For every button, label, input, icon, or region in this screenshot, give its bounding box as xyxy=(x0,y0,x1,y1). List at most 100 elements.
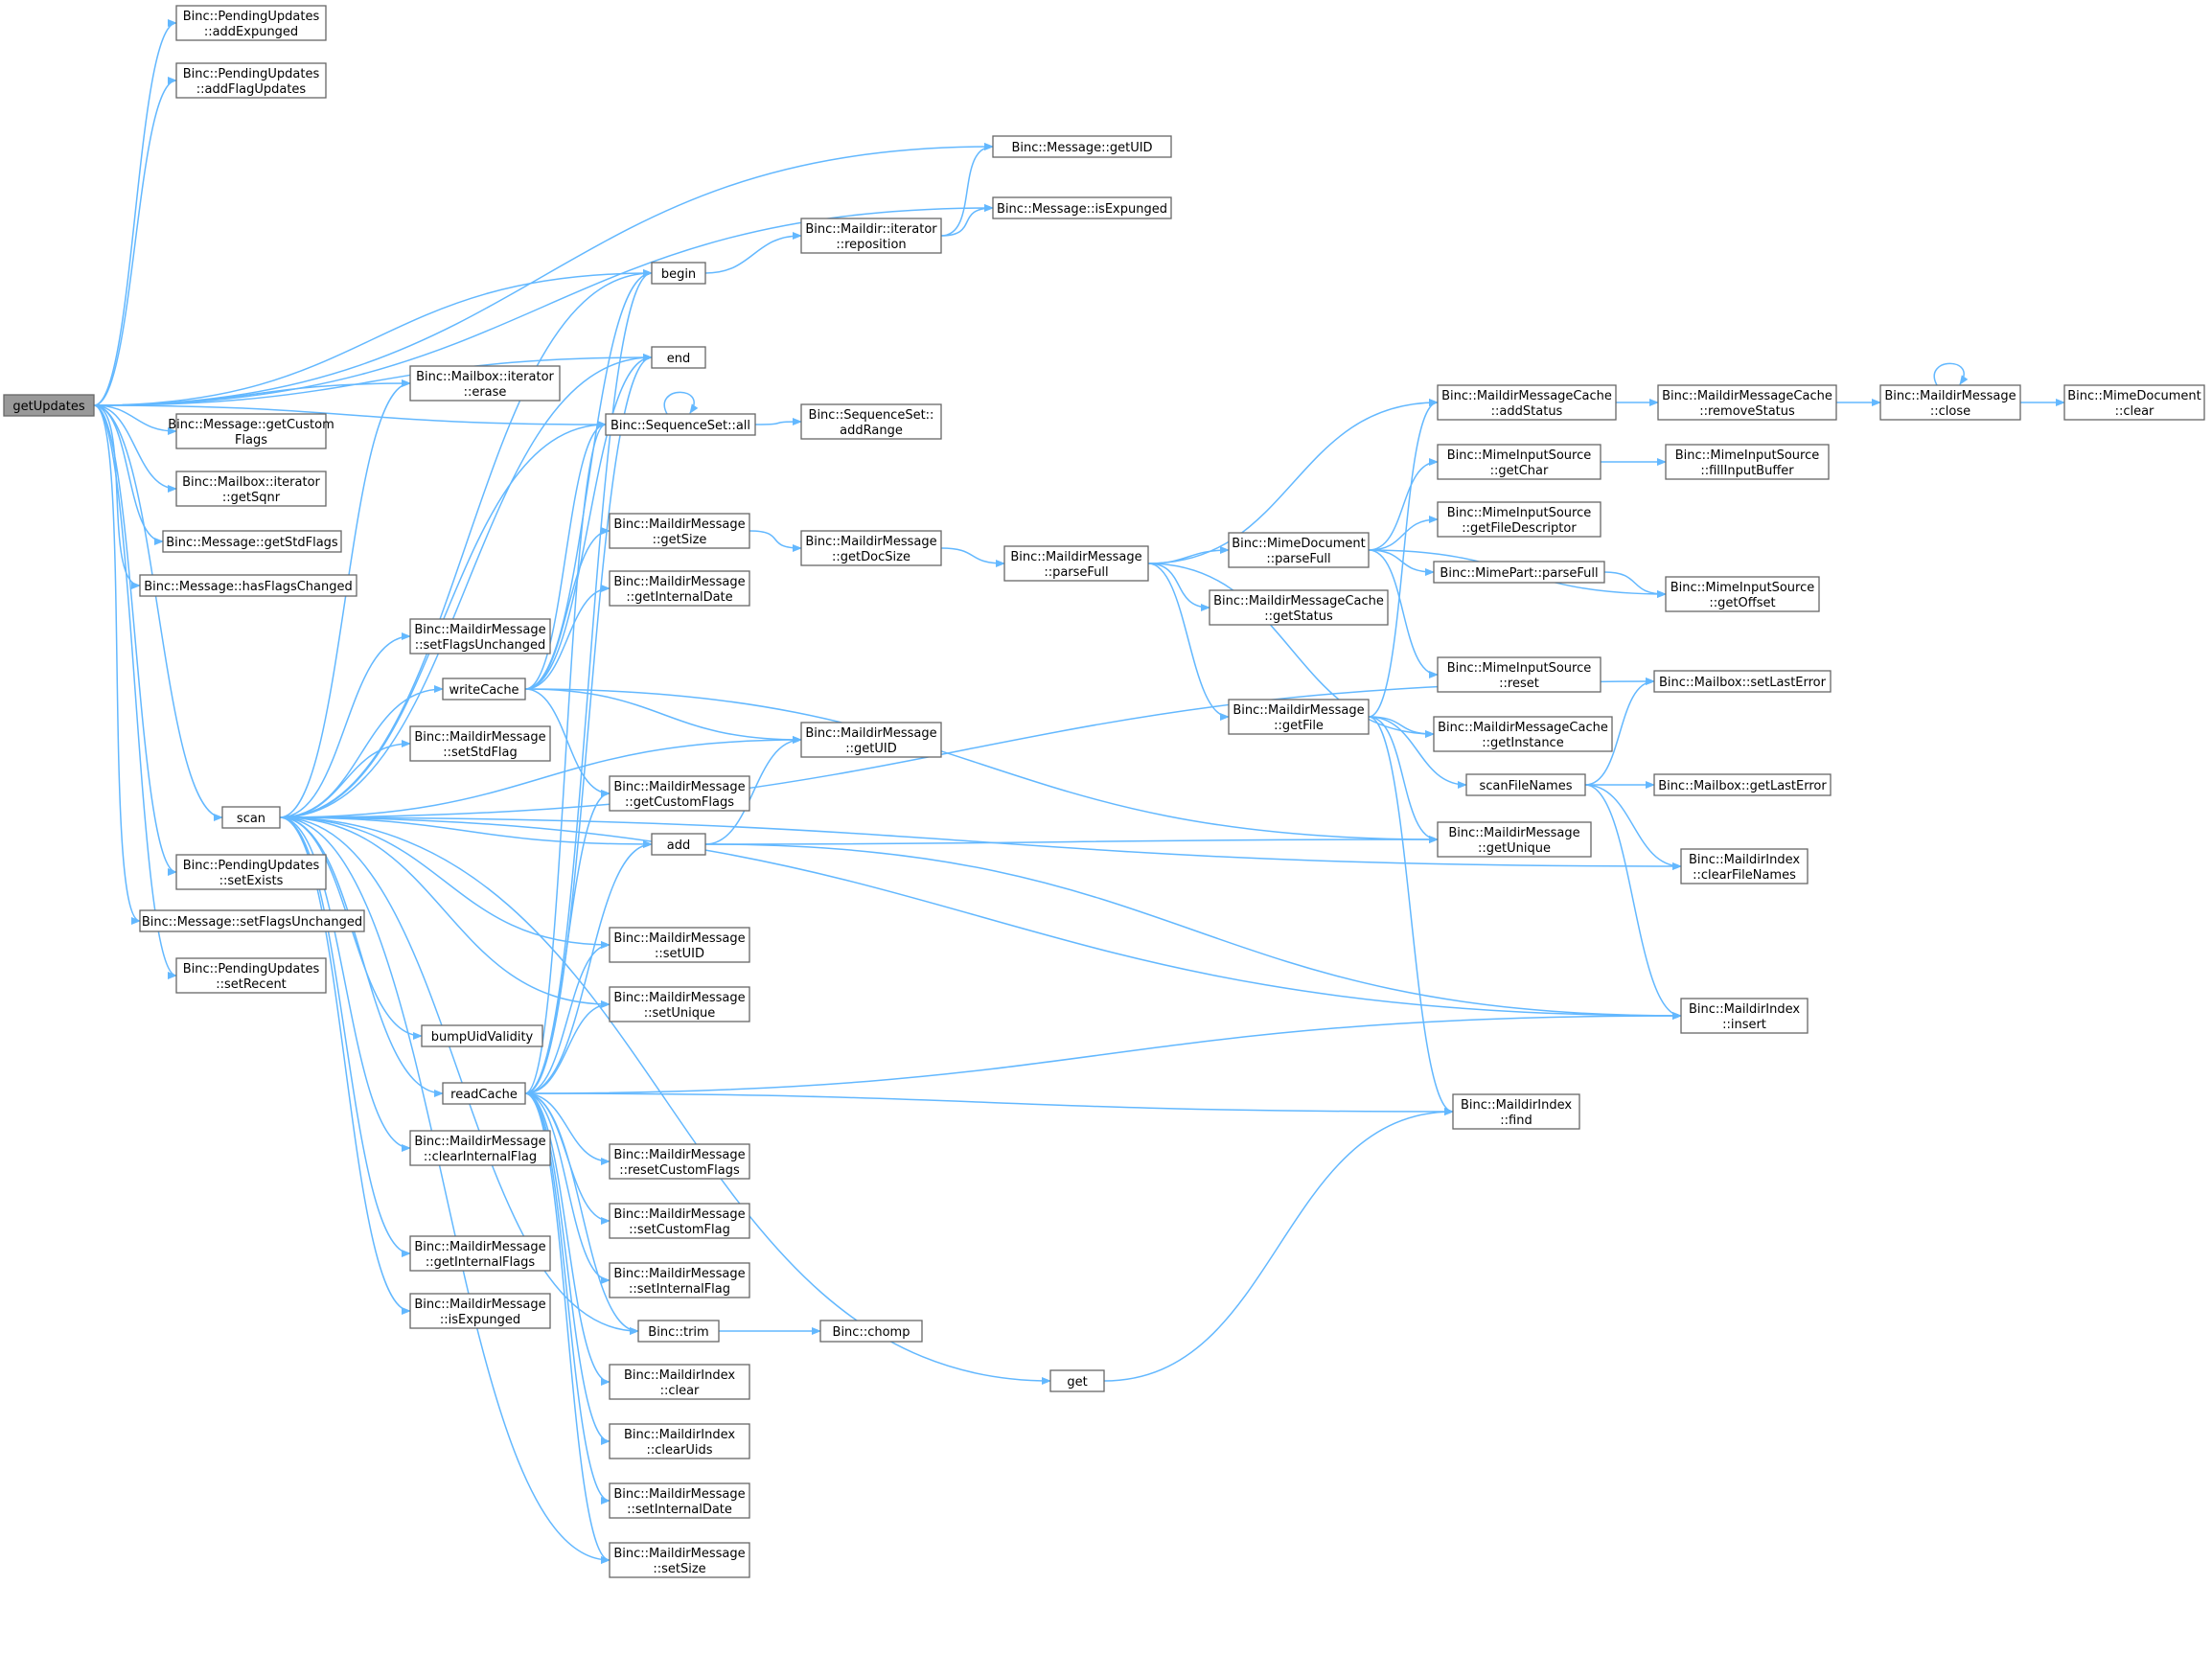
node-label: Binc::Message::hasFlagsChanged xyxy=(144,580,353,594)
call-edge xyxy=(1368,549,1439,678)
node-box xyxy=(2063,384,2205,421)
node-mm-getUID[interactable]: Binc::MaildirMessage::getUID xyxy=(800,722,942,758)
node-mm-setUnique[interactable]: Binc::MaildirMessage::setUnique xyxy=(609,986,750,1022)
node-mm-getUnique[interactable]: Binc::MaildirMessage::getUnique xyxy=(1437,821,1592,858)
node-scan[interactable]: scan xyxy=(221,806,281,829)
node-mbox-setLastError[interactable]: Binc::Mailbox::setLastError xyxy=(1653,670,1832,693)
node-mm-clearInternalFlag[interactable]: Binc::MaildirMessage::clearInternalFlag xyxy=(409,1130,551,1166)
node-pu-setRecent[interactable]: Binc::PendingUpdates::setRecent xyxy=(175,957,327,994)
node-label: ::getUnique xyxy=(1478,841,1551,856)
node-msg-getStdFlags[interactable]: Binc::Message::getStdFlags xyxy=(162,530,342,553)
node-mm-setInternalFlag[interactable]: Binc::MaildirMessage::setInternalFlag xyxy=(609,1262,750,1298)
node-mis-getOffset[interactable]: Binc::MimeInputSource::getOffset xyxy=(1665,576,1820,612)
node-mi-clear[interactable]: Binc::MaildirIndex::clear xyxy=(609,1364,750,1400)
call-edge xyxy=(1147,563,1210,611)
node-label: end xyxy=(667,352,691,366)
node-pu-addFlagUpdates[interactable]: Binc::PendingUpdates::addFlagUpdates xyxy=(175,62,327,99)
node-box xyxy=(409,1130,551,1166)
node-mmc-addStatus[interactable]: Binc::MaildirMessageCache::addStatus xyxy=(1437,384,1617,421)
node-label: scanFileNames xyxy=(1479,779,1572,793)
node-label: Binc::chomp xyxy=(833,1325,910,1340)
node-mmc-getInstance[interactable]: Binc::MaildirMessageCache::getInstance xyxy=(1433,716,1613,752)
node-msg-getCustomFlags[interactable]: Binc::Message::getCustomFlags xyxy=(168,413,334,449)
node-label: writeCache xyxy=(449,683,518,698)
node-label: Binc::MaildirMessage xyxy=(1448,826,1579,840)
node-mm-setUID[interactable]: Binc::MaildirMessage::setUID xyxy=(609,927,750,963)
node-msg-hasFlagsChanged[interactable]: Binc::Message::hasFlagsChanged xyxy=(139,574,357,597)
node-begin[interactable]: begin xyxy=(651,262,706,285)
call-edge xyxy=(524,527,611,690)
node-maildir-reposition[interactable]: Binc::Maildir::iterator::reposition xyxy=(800,218,942,254)
node-md-clear[interactable]: Binc::MimeDocument::clear xyxy=(2063,384,2205,421)
node-mm-getInternalDate[interactable]: Binc::MaildirMessage::getInternalDate xyxy=(609,570,750,607)
node-bumpUidValidity[interactable]: bumpUidValidity xyxy=(421,1024,543,1047)
node-mi-clearFileNames[interactable]: Binc::MaildirIndex::clearFileNames xyxy=(1680,848,1809,884)
node-md-parseFull[interactable]: Binc::MimeDocument::parseFull xyxy=(1228,532,1370,568)
node-label: readCache xyxy=(450,1088,518,1102)
node-pu-setExists[interactable]: Binc::PendingUpdates::setExists xyxy=(175,854,327,890)
node-mm-resetCustomFlags[interactable]: Binc::MaildirMessage::resetCustomFlags xyxy=(609,1143,750,1180)
node-box xyxy=(800,403,942,440)
node-mbox-getSqnr[interactable]: Binc::Mailbox::iterator::getSqnr xyxy=(175,471,327,507)
call-edge xyxy=(1584,784,1682,1020)
node-box xyxy=(175,471,327,507)
node-getUpdates[interactable]: getUpdates xyxy=(3,394,95,417)
node-box xyxy=(609,1364,750,1400)
node-mm-getInternalFlags[interactable]: Binc::MaildirMessage::getInternalFlags xyxy=(409,1235,551,1272)
node-mis-reset[interactable]: Binc::MimeInputSource::reset xyxy=(1437,656,1601,693)
node-label: Binc::MaildirMessage xyxy=(414,1135,545,1149)
node-mp-parseFull[interactable]: Binc::MimePart::parseFull xyxy=(1433,561,1605,584)
node-mis-getChar[interactable]: Binc::MimeInputSource::getChar xyxy=(1437,444,1601,480)
node-mm-setInternalDate[interactable]: Binc::MaildirMessage::setInternalDate xyxy=(609,1482,750,1519)
node-mbox-erase[interactable]: Binc::Mailbox::iterator::erase xyxy=(409,365,561,402)
node-binc-chomp[interactable]: Binc::chomp xyxy=(819,1320,923,1343)
node-mm-setCustomFlag[interactable]: Binc::MaildirMessage::setCustomFlag xyxy=(609,1203,750,1239)
node-mi-find[interactable]: Binc::MaildirIndex::find xyxy=(1452,1093,1580,1130)
node-label: Binc::MaildirMessageCache xyxy=(1213,594,1384,609)
node-box xyxy=(992,135,1172,158)
node-label: ::setInternalDate xyxy=(627,1503,732,1517)
node-mmc-getStatus[interactable]: Binc::MaildirMessageCache::getStatus xyxy=(1209,589,1389,626)
node-mmc-removeStatus[interactable]: Binc::MaildirMessageCache::removeStatus xyxy=(1657,384,1837,421)
node-msg-setFlagsUnchanged[interactable]: Binc::Message::setFlagsUnchanged xyxy=(139,909,365,932)
node-mm-close[interactable]: Binc::MaildirMessage::close xyxy=(1879,384,2021,421)
node-msg-isExpunged[interactable]: Binc::Message::isExpunged xyxy=(992,196,1172,219)
node-mis-fillInputBuffer[interactable]: Binc::MimeInputSource::fillInputBuffer xyxy=(1665,444,1830,480)
node-box xyxy=(162,530,342,553)
node-mm-setFlagsUnchanged[interactable]: Binc::MaildirMessage::setFlagsUnchanged xyxy=(409,618,551,655)
node-mm-getFile[interactable]: Binc::MaildirMessage::getFile xyxy=(1228,699,1370,735)
node-mm-getSize[interactable]: Binc::MaildirMessage::getSize xyxy=(609,513,750,549)
node-writeCache[interactable]: writeCache xyxy=(442,678,526,701)
node-pu-addExpunged[interactable]: Binc::PendingUpdates::addExpunged xyxy=(175,5,327,41)
node-label: ::find xyxy=(1500,1114,1532,1128)
call-edge xyxy=(1603,571,1667,598)
node-seq-all[interactable]: Binc::SequenceSet::all xyxy=(605,413,756,436)
node-box xyxy=(139,909,365,932)
node-msg-getUID[interactable]: Binc::Message::getUID xyxy=(992,135,1172,158)
node-box xyxy=(421,1024,543,1047)
node-seq-addRange[interactable]: Binc::SequenceSet::addRange xyxy=(800,403,942,440)
node-mi-clearUids[interactable]: Binc::MaildirIndex::clearUids xyxy=(609,1423,750,1459)
node-mbox-getLastError[interactable]: Binc::Mailbox::getLastError xyxy=(1653,773,1832,796)
node-end[interactable]: end xyxy=(651,346,706,369)
call-edge xyxy=(93,77,177,406)
node-mm-getCustomFlags[interactable]: Binc::MaildirMessage::getCustomFlags xyxy=(609,775,750,812)
node-mm-setStdFlag[interactable]: Binc::MaildirMessage::setStdFlag xyxy=(409,725,551,762)
node-box xyxy=(609,1262,750,1298)
node-readCache[interactable]: readCache xyxy=(442,1082,526,1105)
node-label: ::getSize xyxy=(653,533,707,547)
node-mm-getDocSize[interactable]: Binc::MaildirMessage::getDocSize xyxy=(800,530,942,566)
node-mm-parseFull[interactable]: Binc::MaildirMessage::parseFull xyxy=(1003,545,1149,582)
node-mis-getFileDescriptor[interactable]: Binc::MimeInputSource::getFileDescriptor xyxy=(1437,501,1601,538)
node-get[interactable]: get xyxy=(1049,1369,1105,1392)
node-scanFileNames[interactable]: scanFileNames xyxy=(1465,773,1586,796)
node-mm-isExpunged[interactable]: Binc::MaildirMessage::isExpunged xyxy=(409,1293,551,1329)
node-label: ::clearFileNames xyxy=(1693,868,1796,883)
node-box xyxy=(609,570,750,607)
node-binc-trim[interactable]: Binc::trim xyxy=(637,1320,720,1343)
node-label: ::getDocSize xyxy=(832,550,910,564)
node-add[interactable]: add xyxy=(651,833,706,856)
node-box xyxy=(1433,561,1605,584)
node-mm-setSize[interactable]: Binc::MaildirMessage::setSize xyxy=(609,1542,750,1578)
node-mi-insert[interactable]: Binc::MaildirIndex::insert xyxy=(1680,998,1809,1034)
